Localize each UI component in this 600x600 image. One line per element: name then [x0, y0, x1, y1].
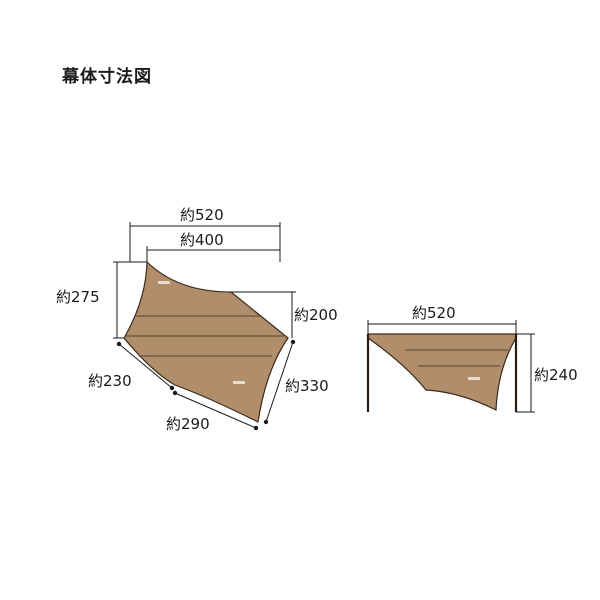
label-side-width: 約520 — [412, 304, 456, 322]
dim-dot-edge-bl-start — [116, 341, 122, 347]
dim-dot-edge-br-start — [290, 339, 296, 345]
logo-tag-2 — [233, 381, 245, 384]
side-view: 約520 約240 — [366, 304, 578, 413]
label-edge-bottom-left: 約230 — [88, 372, 132, 390]
dim-line-edge-bottom-right — [265, 341, 294, 423]
label-edge-bottom-right: 約330 — [285, 377, 329, 395]
label-width-inner: 約400 — [180, 231, 224, 249]
top-view: 約520 約400 約275 約200 約230 約290 約330 — [56, 206, 338, 433]
label-height-left: 約275 — [56, 288, 100, 306]
tarp-top-view-shape — [123, 260, 289, 423]
dim-dot-edge-br-end — [263, 419, 269, 425]
dim-line-edge-bottom-left — [118, 343, 173, 389]
page-title: 幕体寸法図 — [62, 67, 152, 87]
dim-dot-edge-b-end — [253, 425, 259, 431]
dim-dot-edge-bl-end — [169, 385, 175, 391]
label-edge-bottom: 約290 — [166, 415, 210, 433]
label-width-outer: 約520 — [180, 206, 224, 224]
logo-tag-1 — [158, 281, 170, 284]
label-side-height: 約240 — [534, 366, 578, 384]
side-logo-tag — [468, 377, 480, 380]
dim-line-edge-bottom — [174, 392, 257, 429]
tarp-side-view-shape — [367, 333, 517, 411]
label-height-right: 約200 — [294, 306, 338, 324]
dim-dot-edge-b-start — [172, 390, 178, 396]
